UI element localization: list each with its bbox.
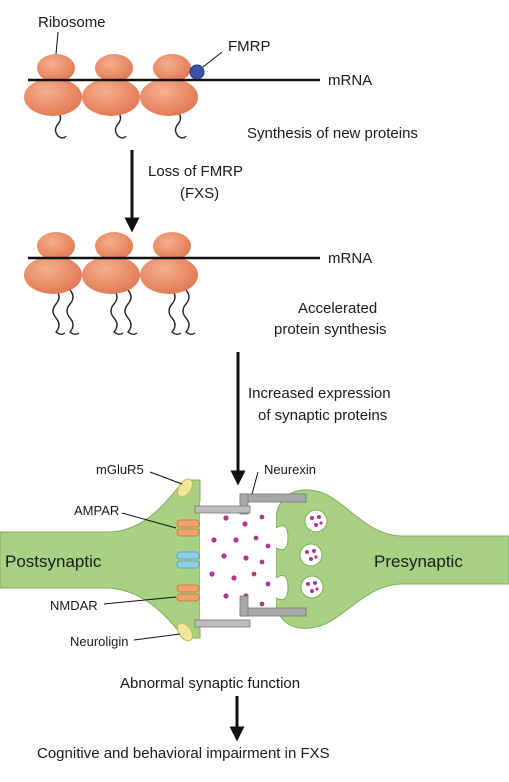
- neurotransmitter-dots: [209, 514, 271, 607]
- abnormal-function-label: Abnormal synaptic function: [120, 675, 300, 692]
- mglur5-leader: [149, 471, 183, 485]
- nascent-protein-7: [124, 289, 138, 335]
- ribosome-2: [82, 54, 140, 116]
- accelerated-line2: protein synthesis: [274, 321, 387, 338]
- nascent-protein-5: [66, 289, 80, 335]
- cognitive-impairment-label: Cognitive and behavioral impairment in F…: [37, 745, 330, 762]
- nascent-protein-8: [168, 289, 182, 335]
- neuroligin-label: Neuroligin: [70, 634, 129, 649]
- loss-fmrp-line2: (FXS): [180, 185, 219, 202]
- synthesis-new-label: Synthesis of new proteins: [247, 125, 418, 142]
- neuroligin-anchor: [176, 622, 194, 642]
- neurexin-top: [239, 493, 307, 503]
- ampar-receptor-top: [176, 519, 200, 537]
- release-site-2: [275, 575, 289, 601]
- neuroligin-leader: [133, 633, 181, 641]
- increased-line2: of synaptic proteins: [258, 407, 387, 424]
- presynaptic-label: Presynaptic: [374, 552, 463, 571]
- ribosome-leader: [55, 31, 59, 55]
- postsynaptic-label: Postsynaptic: [5, 552, 102, 571]
- ribosome-3: [140, 54, 198, 116]
- accelerated-line1: Accelerated: [298, 300, 377, 317]
- mrna-label-mid: mRNA: [328, 250, 372, 267]
- ribosome-6: [140, 232, 198, 294]
- synapse-panel: mGluR5 Neurexin AMPAR Postsynaptic Presy…: [0, 462, 509, 649]
- nmdar-receptor: [176, 584, 200, 602]
- neuroligin-bottom: [194, 619, 251, 628]
- neuroligin-top: [194, 505, 251, 514]
- ampar-leader: [121, 512, 177, 529]
- ribosome-4: [24, 232, 82, 294]
- vesicle-group: [299, 509, 328, 599]
- ampar-label: AMPAR: [74, 503, 119, 518]
- increased-line1: Increased expression: [248, 385, 391, 402]
- release-site-1: [275, 525, 289, 551]
- nascent-protein-9: [182, 289, 196, 335]
- nascent-protein-4: [52, 289, 66, 335]
- fmrp-label: FMRP: [228, 38, 271, 55]
- nascent-protein-6: [110, 289, 124, 335]
- neurexin-label: Neurexin: [264, 462, 316, 477]
- neurexin-bottom: [239, 607, 307, 617]
- ampar-receptor: [176, 551, 200, 569]
- ribosome-1: [24, 54, 82, 116]
- neurexin-leader: [251, 471, 259, 495]
- fmrp-leader: [202, 51, 223, 68]
- neurexin-top-stem: [239, 493, 249, 515]
- mrna-label-top: mRNA: [328, 72, 372, 89]
- top-translation-panel: Ribosome FMRP mRNA Synthesis of new prot…: [24, 14, 418, 142]
- neurexin-bottom-stem: [239, 595, 249, 617]
- nmdar-leader: [103, 596, 177, 605]
- fmrp-protein: [189, 64, 205, 80]
- nmdar-label: NMDAR: [50, 598, 98, 613]
- nascent-protein-3: [174, 111, 187, 139]
- loss-fmrp-line1: Loss of FMRP: [148, 163, 243, 180]
- mglur5-label: mGluR5: [96, 462, 144, 477]
- ribosome-5: [82, 232, 140, 294]
- mid-translation-panel: mRNA Accelerated protein synthesis: [24, 232, 387, 338]
- ribosome-label: Ribosome: [38, 14, 106, 31]
- nascent-protein-1: [54, 111, 67, 139]
- nascent-protein-2: [114, 111, 127, 139]
